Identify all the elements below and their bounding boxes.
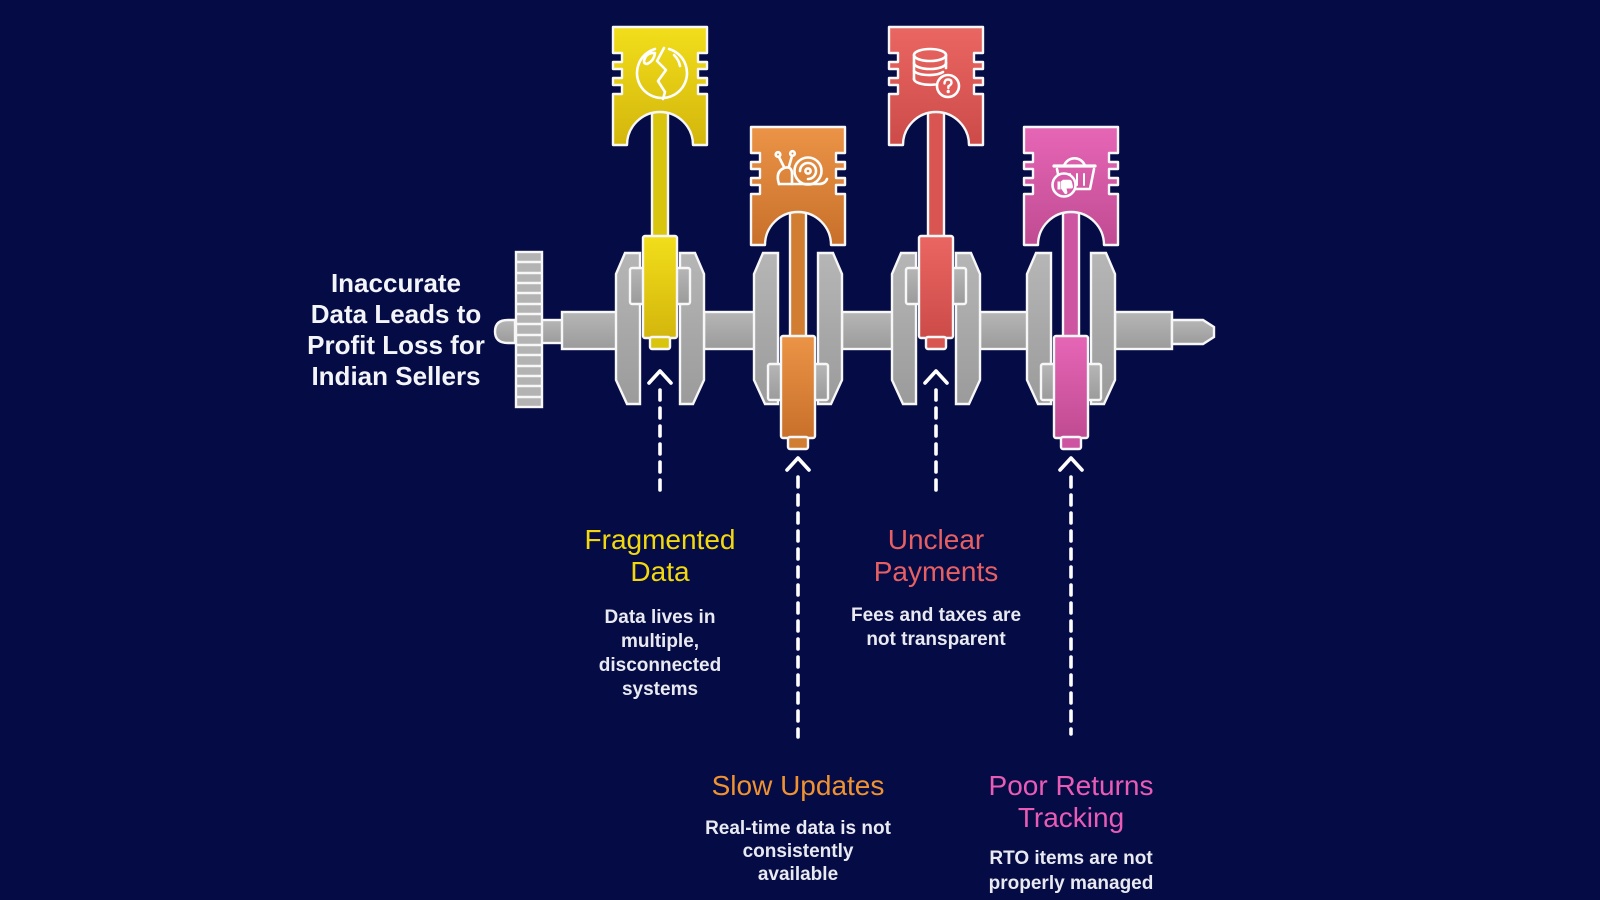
crankshaft-main-journal [840, 310, 896, 351]
arrow-head-icon [647, 369, 673, 385]
issue-title-slow-updates: Slow Updates [711, 770, 885, 801]
crankshaft-main-journal [702, 310, 758, 351]
issue-title-fragmented-data: Fragmented Data [584, 524, 736, 587]
rod-cap [1059, 435, 1083, 451]
headline: Inaccurate Data Leads to Profit Loss for… [307, 268, 485, 391]
crankshaft-nose [493, 318, 517, 345]
thumbs-down-glyph [1057, 179, 1073, 195]
piston-assembly-slow-updates [749, 125, 847, 451]
rod-cap [924, 335, 948, 351]
issue-description-unclear-payments: Fees and taxes are not transparent [850, 605, 1022, 650]
crankshaft [493, 250, 1216, 409]
timing-gear [514, 250, 544, 409]
rod-big-end [779, 334, 817, 440]
piston-assembly-poor-returns [1022, 125, 1120, 451]
arrow-fragmented-data [647, 369, 673, 499]
arrow-slow-updates [785, 456, 811, 739]
rod-cap [786, 435, 810, 451]
database-question-icon [912, 47, 961, 99]
rod-cap [648, 335, 672, 351]
pointer-arrows [647, 369, 1084, 739]
crankshaft-tail-shaft [1170, 318, 1216, 346]
arrow-head-icon [923, 369, 949, 385]
issue-title-unclear-payments: Unclear Payments [873, 524, 999, 587]
connecting-rod [926, 103, 946, 242]
issue-description-poor-returns: RTO items are not properly managed [988, 848, 1154, 894]
crankshaft-main-journal [978, 310, 1031, 351]
arrow-unclear-payments [923, 369, 949, 499]
rod-big-end [641, 234, 679, 340]
piston-assembly-unclear-payments [887, 25, 985, 351]
issue-title-poor-returns: Poor Returns Tracking [988, 770, 1154, 833]
timing-gear-teeth [516, 260, 542, 399]
crankshaft-main-journal [1113, 310, 1174, 351]
connecting-rod [1061, 203, 1081, 342]
fragmented-globe-icon [635, 46, 689, 101]
arrow-poor-returns [1058, 456, 1084, 736]
issue-description-fragmented-data: Data lives in multiple, disconnected sys… [598, 607, 722, 700]
rod-big-end [917, 234, 955, 340]
issue-description-slow-updates: Real-time data is not consistently avail… [705, 818, 891, 885]
arrow-head-icon [785, 456, 811, 472]
piston-assembly-fragmented-data [611, 25, 709, 351]
crankshaft-main-journal [560, 310, 622, 351]
snail-icon [774, 149, 829, 186]
shopping-basket-return-icon [1051, 157, 1097, 198]
rod-big-end [1052, 334, 1090, 440]
connecting-rod [788, 203, 808, 342]
connecting-rod [650, 103, 670, 242]
arrow-head-icon [1058, 456, 1084, 472]
